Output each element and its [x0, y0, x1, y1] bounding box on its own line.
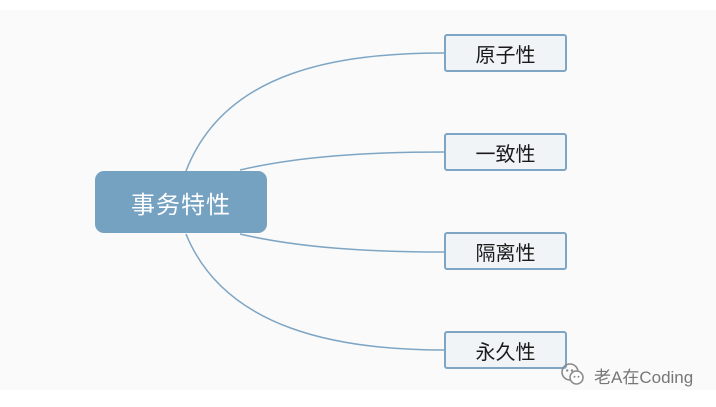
child-node-label: 一致性: [475, 141, 536, 166]
child-node-isolation[interactable]: 隔离性: [444, 232, 567, 270]
child-node-label: 永久性: [475, 339, 536, 364]
watermark: 老A在Coding: [560, 362, 693, 388]
connector-to-child-3: [239, 233, 445, 253]
child-node-atomicity[interactable]: 原子性: [444, 34, 567, 72]
child-node-label: 隔离性: [475, 240, 536, 265]
wechat-icon: [561, 363, 584, 385]
watermark-text: 老A在Coding: [594, 367, 694, 387]
child-node-durability[interactable]: 永久性: [444, 331, 567, 369]
child-node-consistency[interactable]: 一致性: [444, 133, 567, 171]
connector-to-child-4: [185, 233, 445, 351]
connector-to-child-2: [239, 151, 445, 171]
root-node[interactable]: 事务特性: [95, 171, 267, 233]
child-node-label: 原子性: [475, 42, 536, 67]
connector-to-child-1: [185, 52, 445, 172]
root-node-label: 事务特性: [131, 190, 231, 219]
